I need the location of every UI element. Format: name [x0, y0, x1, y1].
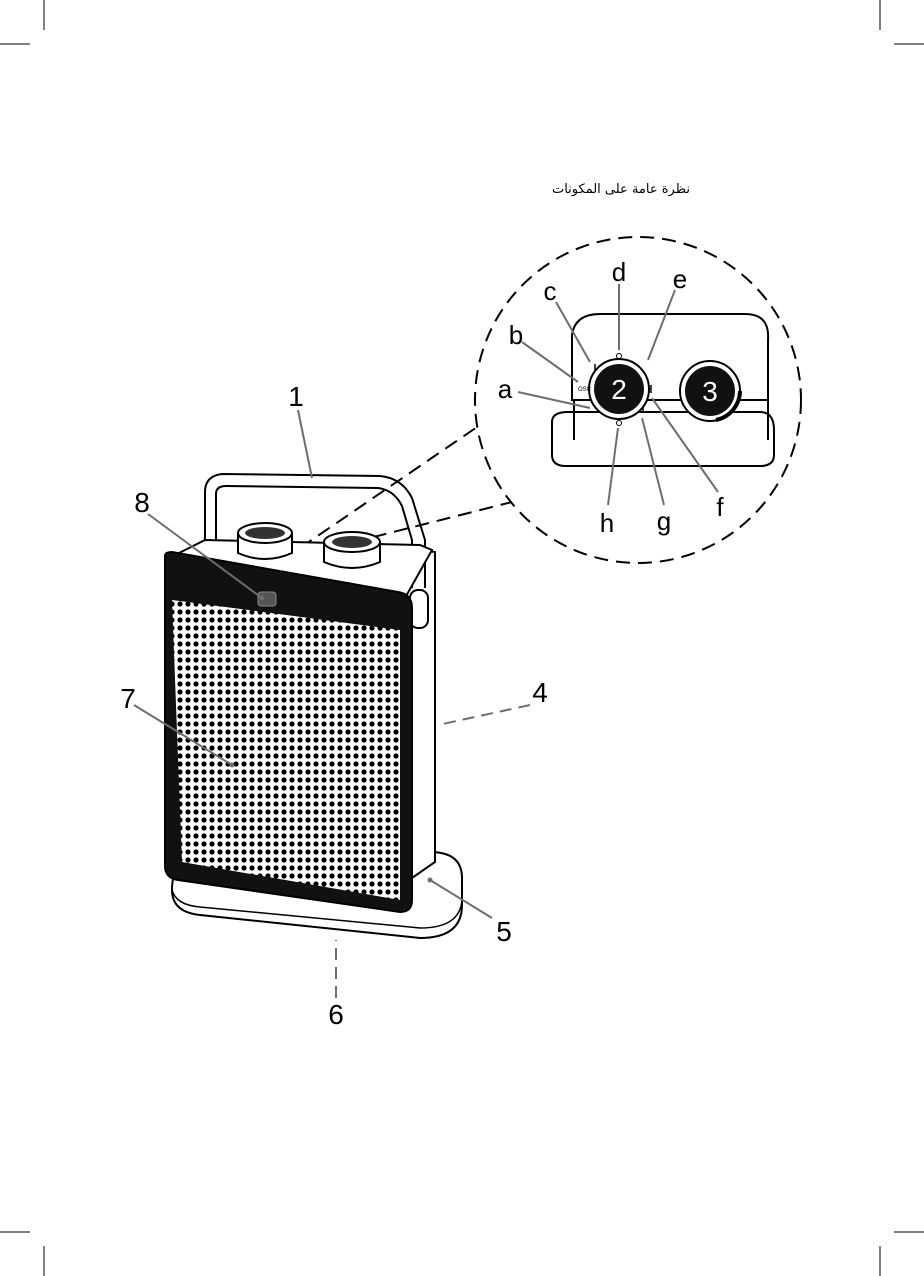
callout-5: 5	[496, 916, 512, 947]
knob-3-label: 3	[702, 376, 718, 407]
callout-1: 1	[288, 381, 304, 412]
dial-osc-mark: OSC	[578, 387, 592, 393]
knob-2-label: 2	[611, 374, 627, 405]
top-knob-left	[238, 523, 292, 559]
detail-letter-d: d	[612, 257, 626, 287]
detail-letter-g: g	[657, 506, 671, 536]
detail-letter-f: f	[716, 492, 724, 522]
callout-6: 6	[328, 999, 344, 1030]
control-panel-detail: OSC	[552, 314, 774, 466]
top-knob-right	[324, 532, 380, 568]
detail-letter-b: b	[509, 320, 523, 350]
callout-4: 4	[532, 677, 548, 708]
callout-8: 8	[134, 487, 150, 518]
detail-letter-h: h	[600, 508, 614, 538]
callout-7: 7	[120, 683, 136, 714]
detail-letter-a: a	[498, 374, 513, 404]
detail-letter-c: c	[544, 276, 557, 306]
detail-letter-e: e	[673, 264, 687, 294]
